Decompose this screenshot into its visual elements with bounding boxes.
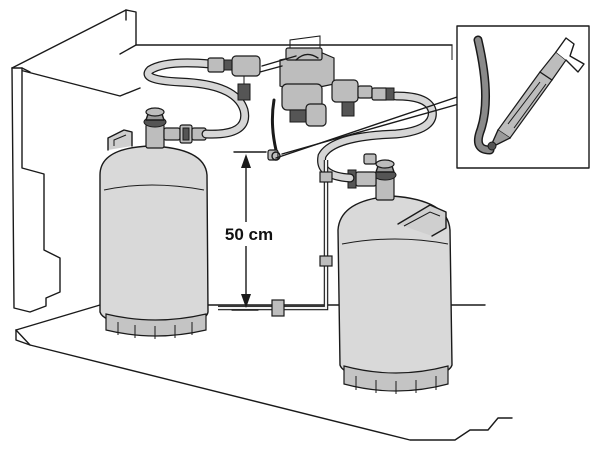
changeover-regulator (207, 35, 395, 161)
flexible-hose-left (143, 58, 250, 139)
detail-callout (271, 25, 590, 169)
gas-cylinder-right (337, 153, 453, 394)
height-label: 50 cm (225, 225, 273, 244)
gas-cylinder-left (99, 107, 209, 339)
flexible-hose-right (317, 91, 437, 183)
outlet-pipe (218, 160, 333, 317)
crimp-tool-icon (487, 37, 585, 151)
cabinet-enclosure (11, 9, 513, 441)
height-dimension: 50 cm (218, 151, 280, 311)
